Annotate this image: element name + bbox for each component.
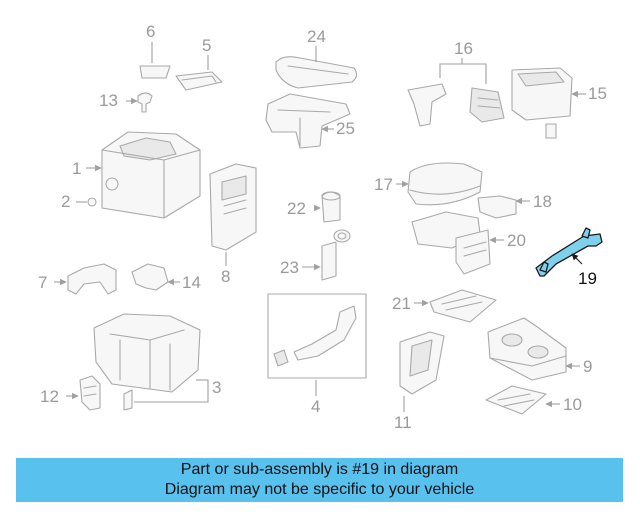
part-4-harness [267, 293, 367, 396]
part-5-pad [175, 55, 223, 91]
part-11-insert [399, 331, 445, 412]
part-10-mat [485, 385, 560, 415]
part-2-fastener [76, 197, 97, 207]
part-6-pad [139, 42, 171, 79]
callout-13: 13 [99, 91, 118, 110]
part-21-mat [414, 289, 497, 323]
callout-17: 17 [374, 175, 393, 194]
callout-3: 3 [212, 378, 222, 397]
part-18-latch [477, 195, 530, 219]
callout-11: 11 [394, 413, 412, 432]
part-12-bracket [66, 375, 101, 411]
part-17-lid [396, 162, 483, 206]
callout-5: 5 [202, 36, 212, 55]
callout-6: 6 [146, 22, 156, 41]
part-25-hinge [265, 93, 351, 149]
part-16-trim [407, 58, 505, 127]
part-20-lid-assembly [411, 211, 504, 275]
callout-14: 14 [182, 273, 201, 292]
callout-24: 24 [307, 27, 326, 46]
callout-21: 21 [392, 294, 411, 313]
callout-10: 10 [563, 395, 582, 414]
callout-15: 15 [588, 84, 607, 103]
callout-2: 2 [61, 192, 71, 211]
part-19-rail [535, 227, 603, 277]
callout-20: 20 [507, 231, 526, 250]
part-14-bracket [131, 263, 180, 291]
part-9-cupholder [487, 317, 580, 381]
callout-12: 12 [40, 387, 59, 406]
part-7-bracket [54, 263, 117, 295]
banner-disclaimer-line: Diagram may not be specific to your vehi… [164, 481, 475, 498]
part-13-clip [126, 92, 153, 113]
part-23-socket [302, 229, 351, 281]
callout-9: 9 [583, 357, 593, 376]
callout-18: 18 [533, 192, 552, 211]
callout-23: 23 [280, 258, 299, 277]
callout-19: 19 [578, 269, 597, 288]
part-15-bin [511, 67, 586, 139]
callout-4: 4 [311, 397, 321, 416]
banner-part-line: Part or sub-assembly is #19 in diagram [180, 461, 459, 478]
callout-1: 1 [72, 159, 82, 178]
part-22-connector [314, 191, 341, 223]
part-3-console-frame [93, 313, 209, 411]
callout-8: 8 [221, 267, 231, 286]
callout-25: 25 [336, 119, 355, 138]
callout-16: 16 [454, 39, 473, 58]
part-8-rear-panel [209, 163, 257, 266]
part-1-console-body [86, 131, 201, 219]
callout-22: 22 [287, 199, 306, 218]
part-24-armrest-cover [275, 46, 358, 89]
info-banner: Part or sub-assembly is #19 in diagram D… [16, 458, 623, 502]
callout-7: 7 [38, 273, 48, 292]
